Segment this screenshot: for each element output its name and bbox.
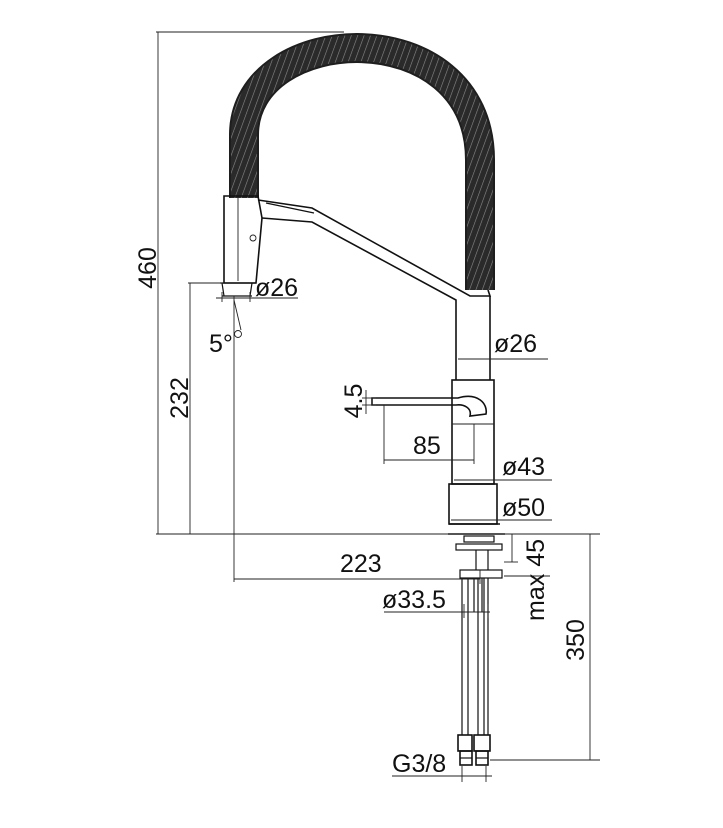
label-connection: G3/8 (392, 750, 446, 778)
label-lever-length: 85 (413, 432, 441, 460)
label-upper-diameter: ø26 (494, 330, 537, 358)
spray-head (220, 195, 263, 297)
label-hose-length: 350 (562, 619, 590, 661)
label-reach: 223 (340, 550, 382, 578)
mounting-kit (448, 533, 505, 612)
dimension-lines (156, 31, 600, 782)
label-shank-diameter: ø33.5 (382, 586, 446, 614)
label-lever-thickness: 4.5 (340, 384, 368, 419)
dimension-labels: 460 232 ø26 5° ø26 4.5 85 ø43 ø50 223 ø3… (134, 247, 590, 778)
label-base-diameter: ø50 (502, 494, 545, 522)
spout-arm (257, 199, 492, 380)
label-overall-height: 460 (134, 247, 162, 289)
faucet-body (448, 379, 500, 525)
lever-handle (371, 395, 487, 417)
supply-hoses (457, 578, 491, 766)
label-max-deck: max 45 (522, 539, 550, 621)
coiled-hose (229, 33, 495, 290)
label-head-diameter: ø26 (255, 274, 298, 302)
label-body-diameter: ø43 (502, 453, 545, 481)
label-spout-height: 232 (166, 377, 194, 419)
label-tilt-angle: 5° (209, 330, 233, 358)
